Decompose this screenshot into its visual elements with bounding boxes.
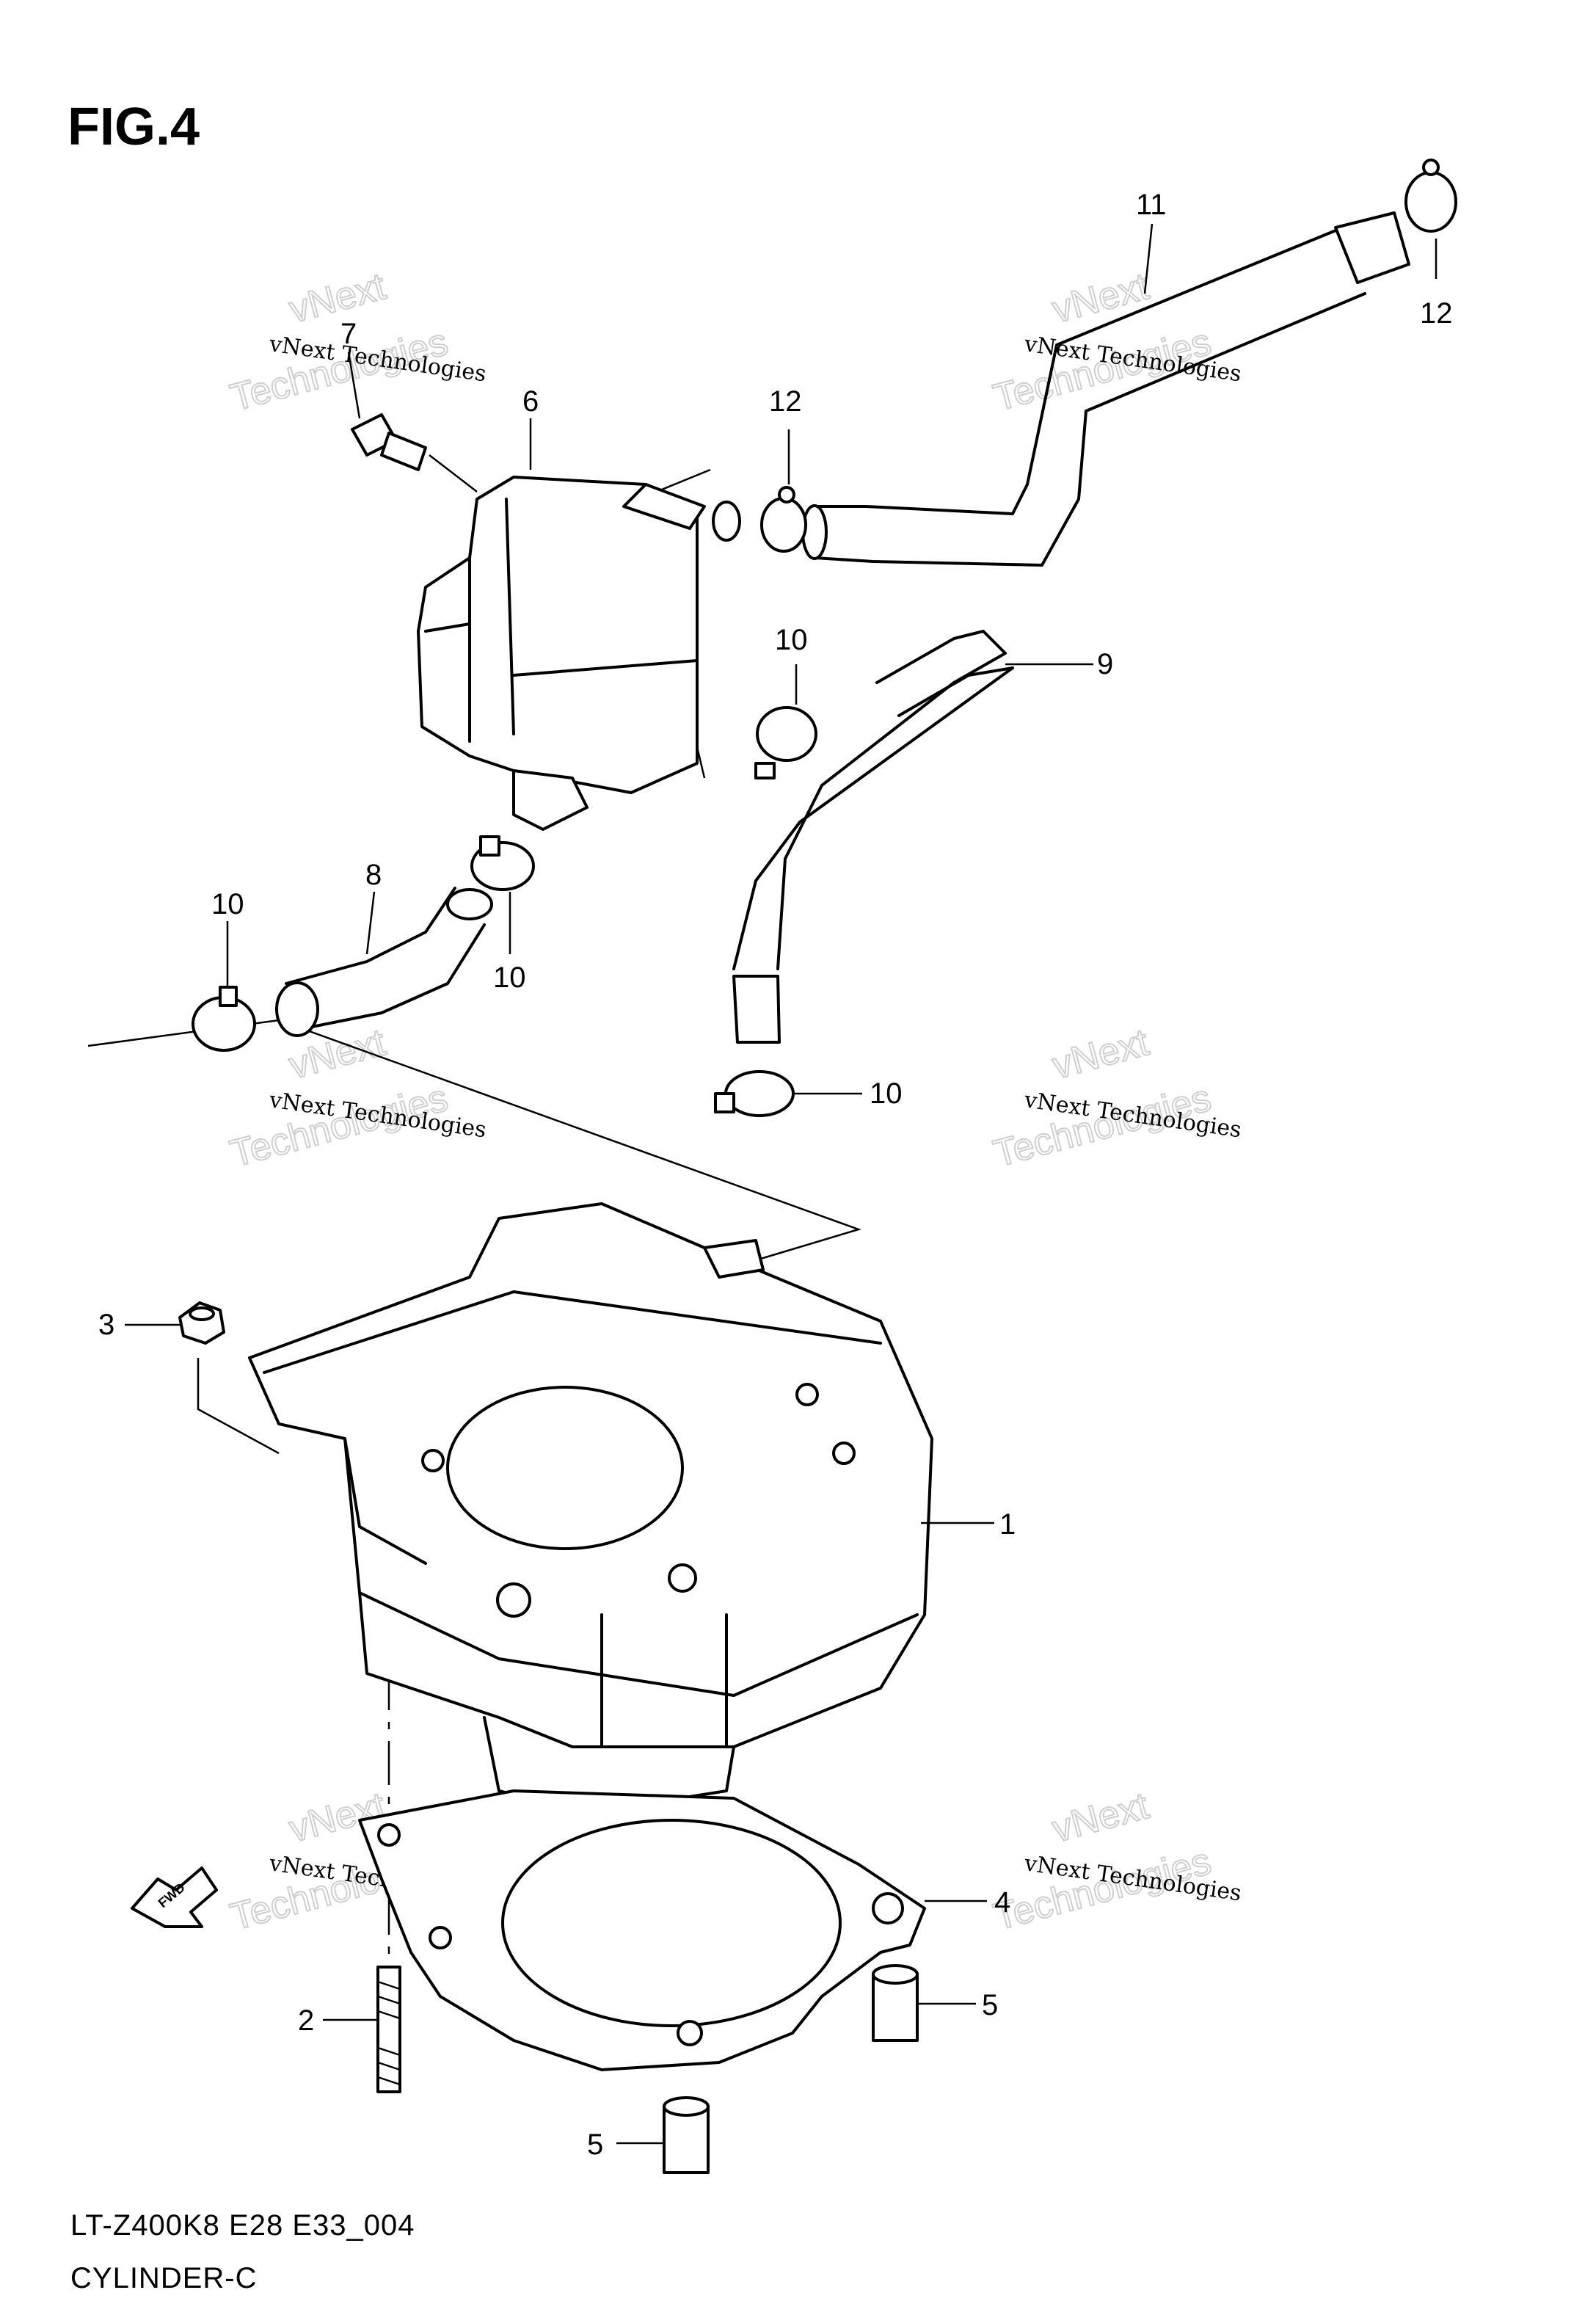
callout-12: 12 xyxy=(1420,297,1453,330)
watermark-vnext-text: vNext xyxy=(285,265,390,332)
callout-1: 1 xyxy=(999,1508,1016,1541)
callout-7: 7 xyxy=(340,318,357,350)
callout-11: 11 xyxy=(1136,189,1167,221)
watermark-vnext-text: vNext xyxy=(1048,1784,1154,1851)
callout-5: 5 xyxy=(587,2129,603,2161)
cylinder-part-1 xyxy=(248,1202,933,1814)
callout-10: 10 xyxy=(211,888,244,920)
diagram-code: LT-Z400K8 E28 E33_004 xyxy=(70,2209,415,2242)
nut-part-3 xyxy=(178,1301,225,1345)
callout-leaders xyxy=(125,223,1438,2145)
clamp-part-12-upper xyxy=(760,486,807,553)
clamp-part-12-end xyxy=(1404,159,1457,233)
watermark-top-left: vNext Technologies vNext Technologies xyxy=(225,264,488,421)
callout-10: 10 xyxy=(493,961,526,994)
figure-title: FIG.4 xyxy=(68,98,200,156)
breather-case-part-6 xyxy=(417,476,741,831)
stud-part-2 xyxy=(376,1966,401,2093)
watermark-bottom-right: vNext Technologies vNext Technologies xyxy=(988,1784,1243,1940)
bolt-part-7 xyxy=(351,413,478,492)
callout-3: 3 xyxy=(98,1309,114,1341)
hose-part-11 xyxy=(801,211,1410,567)
hose-part-8 xyxy=(275,887,493,1037)
dowel-pin-part-5-upper xyxy=(872,1964,919,2042)
callout-labels: 11 12 12 6 7 9 10 8 10 10 10 1 3 4 5 5 2 xyxy=(98,189,1453,2161)
hose-clamp-part-10-b xyxy=(470,835,535,891)
dowel-pin-part-5-lower xyxy=(663,2096,710,2174)
callout-6: 6 xyxy=(522,385,539,418)
callout-12: 12 xyxy=(769,385,802,418)
hose-clamp-part-10-a xyxy=(192,986,256,1052)
callout-9: 9 xyxy=(1097,648,1113,680)
watermark-vnext-text: vNext xyxy=(1048,1021,1154,1088)
callout-10: 10 xyxy=(870,1077,903,1110)
callout-5: 5 xyxy=(982,1989,998,2021)
callout-2: 2 xyxy=(298,2004,314,2037)
callout-8: 8 xyxy=(365,859,382,891)
callout-10: 10 xyxy=(775,624,808,656)
diagram-name: CYLINDER-C xyxy=(70,2262,258,2294)
watermark-vnext-text: vNext xyxy=(1048,265,1154,332)
gasket-part-4 xyxy=(358,1789,926,2071)
hose-clamp-part-10-c xyxy=(754,706,817,779)
watermark-mid-left: vNext Technologies vNext Technologies xyxy=(225,1020,488,1177)
forward-direction-arrow: FWD xyxy=(131,1866,218,1928)
watermark-mid-right: vNext Technologies vNext Technologies xyxy=(988,1020,1243,1177)
hose-clamp-part-10-d xyxy=(714,1070,795,1117)
hose-part-9 xyxy=(732,630,1014,1044)
callout-4: 4 xyxy=(994,1886,1010,1919)
watermark-top-right: vNext Technologies vNext Technologies xyxy=(988,264,1243,421)
